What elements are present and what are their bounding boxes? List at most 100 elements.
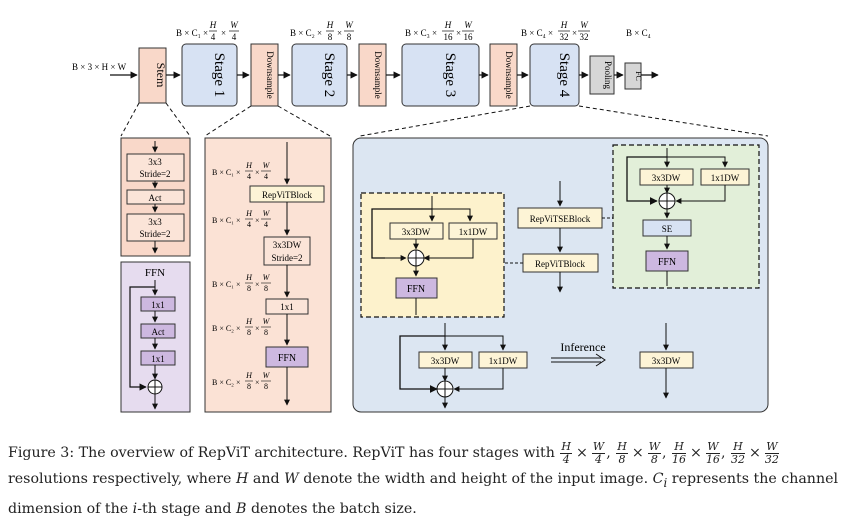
- svg-text:3x3DW: 3x3DW: [273, 240, 302, 250]
- ffn-act-box: [140, 323, 176, 339]
- svg-text:1x1DW: 1x1DW: [711, 173, 740, 183]
- inference-label: Inference: [560, 340, 605, 354]
- svg-text:H: H: [245, 317, 253, 326]
- svg-text:H: H: [444, 20, 452, 30]
- svg-text:B × C₃ ×: B × C₃ ×: [405, 28, 437, 38]
- svg-text:B × C₁ ×: B × C₁ ×: [212, 280, 240, 289]
- svg-text:B × C₁ ×: B × C₁ ×: [212, 168, 240, 177]
- downsample2-label: Downsample: [373, 51, 383, 99]
- add-icon: [407, 249, 425, 267]
- svg-text:4: 4: [264, 172, 268, 181]
- fc-label: FC: [634, 71, 643, 81]
- svg-text:4: 4: [211, 32, 216, 42]
- add-icon: [658, 192, 676, 210]
- svg-text:16: 16: [464, 32, 474, 42]
- shape-label-output: B × C₄: [626, 28, 651, 38]
- svg-text:RepViTBlock: RepViTBlock: [262, 190, 312, 200]
- shape-label-stage2: B × C₂ × H 8 × W 8: [290, 20, 354, 42]
- svg-text:1x1DW: 1x1DW: [459, 227, 488, 237]
- shape-label-stage3: B × C₃ × H 16 × W 16: [405, 20, 474, 42]
- downsample3-box: [489, 43, 518, 107]
- stage1-box: [181, 43, 238, 107]
- svg-text:B × C₄ ×: B × C₄ ×: [521, 28, 553, 38]
- svg-text:B × C₁ ×: B × C₁ ×: [176, 28, 208, 38]
- svg-text:W: W: [263, 317, 271, 326]
- svg-text:×: ×: [456, 28, 461, 38]
- top-pipeline: B × 3 × H × W Stem Stage 1 Downsample St…: [72, 20, 659, 107]
- ffn-detail-title: FFN: [145, 267, 165, 279]
- svg-text:3x3DW: 3x3DW: [402, 227, 431, 237]
- stem-detail-panel: 3x3 Stride=2 Act 3x3 Stride=2: [120, 137, 191, 257]
- stage2-label: Stage 2: [321, 53, 337, 98]
- svg-text:8: 8: [264, 382, 268, 391]
- inference-arrow: Inference: [551, 340, 606, 367]
- downsample3-label: Downsample: [504, 51, 514, 99]
- svg-text:1x1: 1x1: [151, 300, 165, 310]
- svg-text:3x3DW: 3x3DW: [652, 173, 681, 183]
- inference-structure: 3x3DW: [639, 323, 694, 399]
- figure-caption: Figure 3: The overview of RepViT archite…: [8, 439, 839, 517]
- downsample1-label: Downsample: [265, 51, 275, 99]
- pooling-label: Pooling: [603, 61, 613, 90]
- svg-text:3x3: 3x3: [148, 217, 162, 227]
- svg-text:B × C₂ ×: B × C₂ ×: [290, 28, 322, 38]
- input-shape-label: B × 3 × H × W: [72, 62, 127, 72]
- svg-text:W: W: [464, 20, 473, 30]
- svg-text:×: ×: [255, 378, 260, 387]
- svg-text:1x1DW: 1x1DW: [489, 356, 518, 366]
- svg-text:W: W: [263, 273, 271, 282]
- stage2-box: [291, 43, 348, 107]
- svg-text:1x1: 1x1: [280, 302, 294, 312]
- repvit-se-block-structure: 3x3DW 1x1DW SE FFN: [612, 144, 760, 289]
- shape-label-stage1: B × C₁ × H 4 × W 4: [176, 20, 239, 42]
- svg-text:×: ×: [255, 216, 260, 225]
- ffn-conv1-box: [140, 296, 176, 312]
- svg-text:H: H: [326, 20, 334, 30]
- svg-text:W: W: [345, 20, 354, 30]
- svg-text:3x3DW: 3x3DW: [652, 356, 681, 366]
- svg-text:3x3DW: 3x3DW: [431, 356, 460, 366]
- svg-text:FFN: FFN: [407, 284, 425, 295]
- fc-box: [624, 62, 642, 90]
- svg-text:W: W: [263, 371, 271, 380]
- svg-text:RepViTSEBlock: RepViTSEBlock: [530, 214, 591, 224]
- stage4-label: Stage 4: [556, 53, 572, 98]
- block-detail-panel: 3x3DW 1x1DW FFN RepViTSEBlock RepViTBloc…: [352, 137, 769, 413]
- svg-text:8: 8: [264, 284, 268, 293]
- downsample1-box: [250, 43, 279, 107]
- stage3-box: [401, 43, 480, 107]
- ffn-detail-panel: FFN 1x1 Act 1x1: [120, 261, 191, 413]
- svg-text:Stride=2: Stride=2: [271, 253, 302, 263]
- repvit-block-structure: 3x3DW 1x1DW FFN: [360, 192, 505, 318]
- svg-text:×: ×: [255, 324, 260, 333]
- svg-text:×: ×: [255, 168, 260, 177]
- svg-text:FFN: FFN: [278, 353, 296, 364]
- svg-text:Stride=2: Stride=2: [139, 169, 170, 179]
- svg-text:8: 8: [247, 284, 251, 293]
- svg-text:RepViTBlock: RepViTBlock: [535, 259, 585, 269]
- svg-text:W: W: [263, 209, 271, 218]
- svg-text:Act: Act: [152, 327, 165, 337]
- svg-text:4: 4: [232, 32, 237, 42]
- svg-text:8: 8: [328, 32, 333, 42]
- svg-text:1x1: 1x1: [151, 354, 165, 364]
- svg-text:Stride=2: Stride=2: [139, 229, 170, 239]
- stem-label: Stem: [154, 63, 168, 88]
- svg-text:H: H: [209, 20, 217, 30]
- downsample-detail-panel: RepViTBlock 3x3DW Stride=2 1x1 FFN B × C…: [204, 137, 332, 413]
- pooling-box: [589, 55, 615, 95]
- svg-text:4: 4: [247, 220, 251, 229]
- svg-text:4: 4: [264, 220, 268, 229]
- svg-text:W: W: [580, 20, 589, 30]
- svg-text:32: 32: [580, 32, 589, 42]
- svg-text:H: H: [560, 20, 568, 30]
- svg-text:H: H: [245, 209, 253, 218]
- svg-text:W: W: [263, 161, 271, 170]
